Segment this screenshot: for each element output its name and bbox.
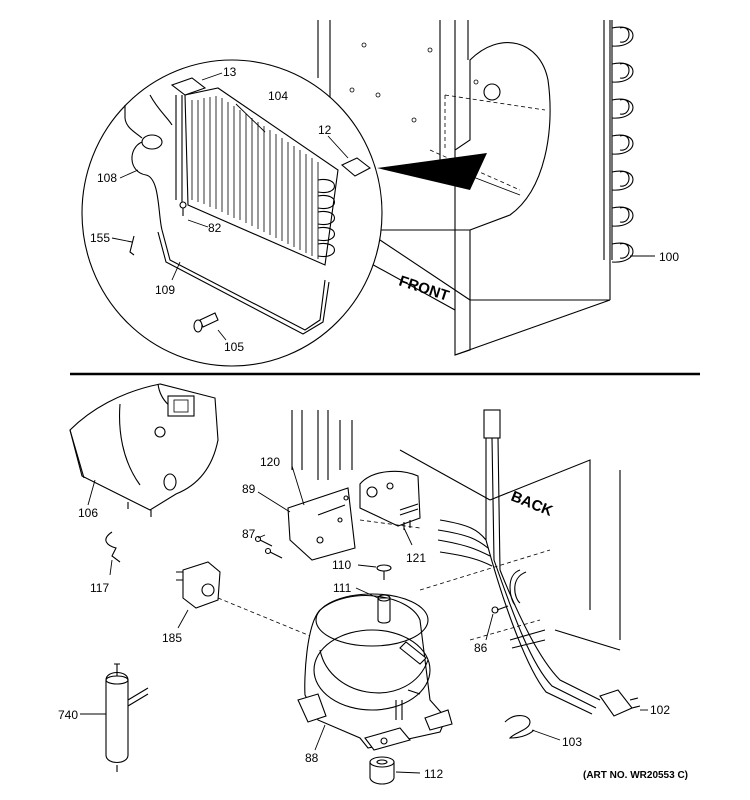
callout-12: 12 <box>318 123 332 137</box>
part-110-screw <box>376 564 392 580</box>
callout-100: 100 <box>659 250 679 264</box>
callout-88: 88 <box>305 751 319 765</box>
part-102-power-cord <box>437 409 641 717</box>
part-740-drier <box>105 663 149 772</box>
cabinet-drawing <box>317 20 611 356</box>
callout-102: 102 <box>650 703 670 717</box>
condenser-coil <box>603 20 634 263</box>
callout-185: 185 <box>162 631 182 645</box>
callout-111: 111 <box>333 581 352 595</box>
callout-87: 87 <box>242 527 256 541</box>
part-87-screws <box>254 535 283 559</box>
evaporator-assembly <box>124 77 372 335</box>
part-117-clip <box>105 531 121 563</box>
part-103-clamp <box>504 715 535 739</box>
callout-108: 108 <box>97 171 117 185</box>
top-leaders <box>111 72 655 341</box>
part-120-bracket <box>287 487 356 561</box>
callout-13: 13 <box>223 65 237 79</box>
part-121-component <box>359 470 421 530</box>
front-label: FRONT <box>397 273 451 305</box>
callout-103: 103 <box>562 735 582 749</box>
callout-121: 121 <box>406 551 426 565</box>
callout-740: 740 <box>58 708 78 722</box>
callout-117: 117 <box>90 581 109 595</box>
part-106-housing <box>69 383 219 517</box>
callout-106: 106 <box>78 506 98 520</box>
bottom-leaders <box>80 465 648 774</box>
callout-155: 155 <box>90 231 110 245</box>
part-86-screw <box>491 605 509 614</box>
callout-89: 89 <box>242 482 256 496</box>
callout-120: 120 <box>260 455 280 469</box>
art-number: (ART NO. WR20553 C) <box>583 770 688 781</box>
part-88-compressor <box>297 593 453 751</box>
callout-110: 110 <box>332 558 351 572</box>
cabinet-back-drawing <box>291 410 621 651</box>
callout-82: 82 <box>208 221 222 235</box>
callout-104: 104 <box>268 89 288 103</box>
callout-105: 105 <box>224 340 244 354</box>
callout-86: 86 <box>474 641 488 655</box>
callout-112: 112 <box>424 767 443 781</box>
part-185-relay <box>176 561 221 609</box>
callout-109: 109 <box>155 283 175 297</box>
part-112-grommet <box>369 756 395 785</box>
back-label: BACK <box>509 488 556 520</box>
